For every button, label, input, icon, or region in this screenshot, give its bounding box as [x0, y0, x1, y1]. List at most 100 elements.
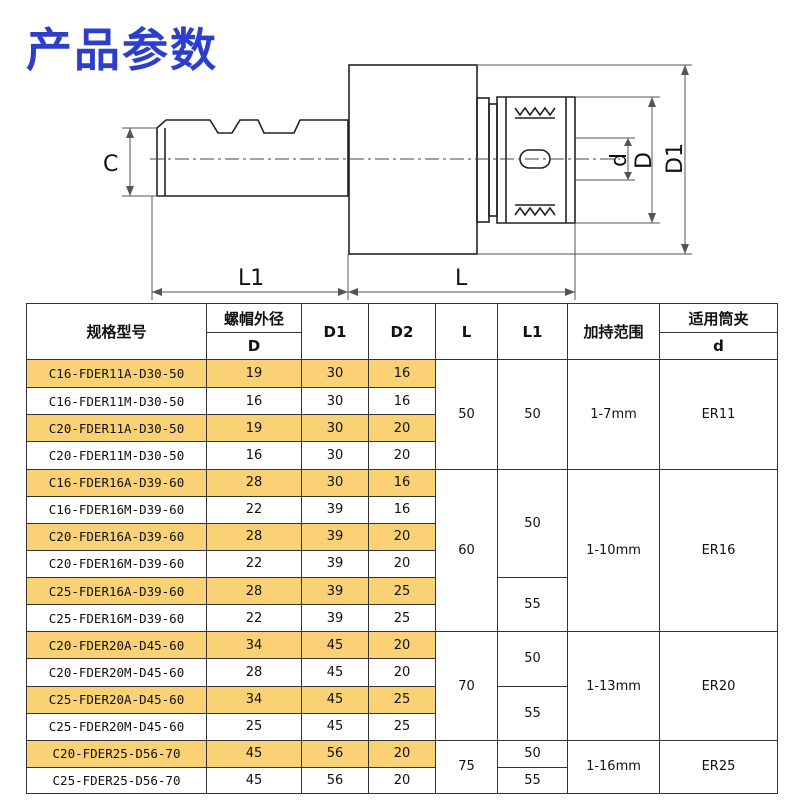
cell-l1: 50	[497, 739, 568, 768]
cell-model: C25-FDER16M-D39-60	[26, 604, 207, 633]
dim-label-d: D	[632, 152, 657, 169]
cell-l1: 50	[497, 359, 568, 470]
cell-d1: 30	[301, 358, 369, 389]
cell-model: C20-FDER25-D56-70	[26, 739, 207, 768]
cell-clamp-range: 1-10mm	[567, 468, 660, 633]
cell-model: C16-FDER16A-D39-60	[26, 468, 207, 497]
cell-d1: 39	[301, 549, 369, 579]
cell-collet: ER25	[659, 739, 778, 795]
cell-nut-od: 22	[206, 549, 302, 579]
cell-d2: 16	[368, 468, 436, 497]
cell-d2: 16	[368, 358, 436, 389]
header-d1: D1	[301, 303, 369, 360]
header-model: 规格型号	[26, 303, 207, 360]
cell-nut-od: 34	[206, 685, 302, 714]
tool-holder-drawing: C d D D1 L1 L	[103, 64, 692, 300]
cell-model: C20-FDER16M-D39-60	[26, 549, 207, 579]
cell-model: C16-FDER11M-D30-50	[26, 387, 207, 416]
page-title: 产品参数	[26, 23, 218, 77]
cell-d2: 20	[368, 766, 436, 795]
cell-nut-od: 19	[206, 414, 302, 443]
header-collet: 适用筒夹	[659, 303, 778, 333]
cell-l: 50	[435, 359, 498, 470]
cell-model: C16-FDER11A-D30-50	[26, 358, 207, 389]
header-l: L	[435, 303, 498, 360]
cell-d1: 39	[301, 576, 369, 606]
cell-collet: ER16	[659, 468, 778, 633]
flange-outline	[476, 97, 490, 223]
nut-outline	[496, 96, 576, 224]
cell-d2: 20	[368, 414, 436, 443]
cell-d1: 39	[301, 522, 369, 551]
cell-model: C25-FDER16A-D39-60	[26, 576, 207, 606]
cell-d2: 20	[368, 739, 436, 768]
cell-d1: 45	[301, 631, 369, 660]
header-l1: L1	[497, 303, 568, 360]
cell-l: 75	[435, 739, 498, 795]
cell-nut-od: 34	[206, 631, 302, 660]
cell-nut-od: 45	[206, 739, 302, 768]
cell-d2: 25	[368, 576, 436, 606]
cell-clamp-range: 1-7mm	[567, 359, 660, 470]
cell-clamp-range: 1-13mm	[567, 631, 660, 741]
cell-d2: 20	[368, 658, 436, 687]
cell-d1: 45	[301, 712, 369, 741]
cell-d2: 25	[368, 604, 436, 633]
cell-model: C20-FDER16A-D39-60	[26, 522, 207, 551]
cell-l1: 55	[497, 576, 568, 633]
cell-nut-od: 28	[206, 522, 302, 551]
header-d2: D2	[368, 303, 436, 360]
header-nut-od-sub: D	[206, 332, 302, 360]
cell-model: C25-FDER25-D56-70	[26, 766, 207, 795]
cell-d1: 30	[301, 468, 369, 497]
cell-model: C20-FDER20M-D45-60	[26, 658, 207, 687]
cell-d2: 16	[368, 387, 436, 416]
header-collet-sub: d	[659, 332, 778, 360]
cell-model: C20-FDER20A-D45-60	[26, 631, 207, 660]
cell-model: C25-FDER20M-D45-60	[26, 712, 207, 741]
spec-table: 规格型号 螺帽外径 D1 D2 L L1 加持范围 适用筒夹 D d C16-F…	[26, 303, 778, 795]
flange-step	[488, 103, 498, 217]
cell-d1: 30	[301, 414, 369, 443]
cell-collet: ER20	[659, 631, 778, 741]
cell-nut-od: 19	[206, 358, 302, 389]
cell-nut-od: 28	[206, 658, 302, 687]
dim-label-c: C	[103, 152, 118, 177]
cell-model: C25-FDER20A-D45-60	[26, 685, 207, 714]
cell-d2: 16	[368, 495, 436, 524]
cell-nut-od: 28	[206, 576, 302, 606]
cell-collet: ER11	[659, 359, 778, 470]
cell-d1: 30	[301, 441, 369, 470]
cell-l1: 55	[497, 766, 568, 795]
cell-l: 70	[435, 631, 498, 741]
cell-nut-od: 16	[206, 387, 302, 416]
cell-d1: 30	[301, 387, 369, 416]
cell-nut-od: 22	[206, 495, 302, 524]
cell-nut-od: 22	[206, 604, 302, 633]
cell-d2: 20	[368, 549, 436, 579]
cell-model: C20-FDER11A-D30-50	[26, 414, 207, 443]
dim-label-d-small: d	[607, 153, 632, 167]
cell-d1: 56	[301, 766, 369, 795]
cell-d2: 20	[368, 522, 436, 551]
cell-model: C20-FDER11M-D30-50	[26, 441, 207, 470]
dim-label-l1: L1	[238, 266, 264, 291]
cell-l: 60	[435, 468, 498, 633]
cell-nut-od: 45	[206, 766, 302, 795]
cell-clamp-range: 1-16mm	[567, 739, 660, 795]
dim-label-l: L	[455, 266, 468, 291]
cell-d2: 20	[368, 441, 436, 470]
